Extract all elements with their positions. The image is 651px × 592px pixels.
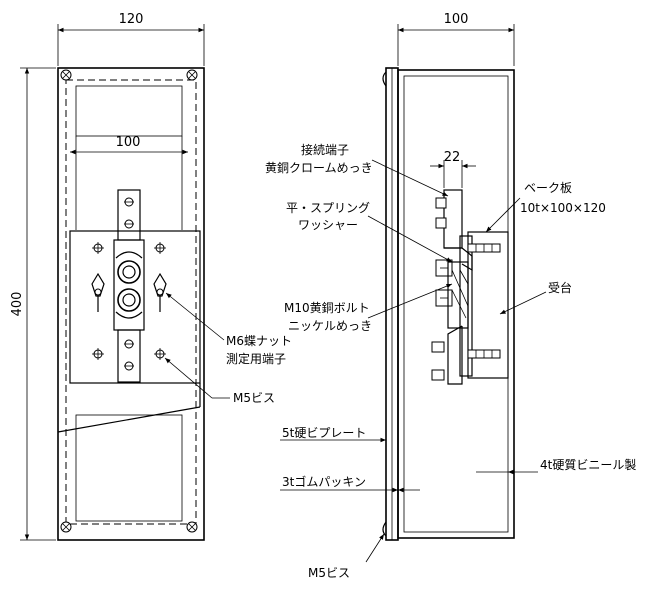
leader-m5-screw-front	[164, 357, 213, 399]
label-bakelite-plate-2: 10t×100×120	[520, 201, 606, 215]
front-view: 120 100 400 M6蝶ナット 測定用端子 M5ビス	[10, 12, 292, 541]
front-dashed-outline	[65, 79, 197, 525]
dim-front-inner-width: 100	[116, 135, 141, 150]
front-board-screws	[92, 242, 166, 360]
leader-bakelite-plate	[485, 197, 521, 233]
label-hard-pvc-plate: 5t硬ビプレート	[282, 426, 366, 440]
label-receiver-base: 受台	[548, 280, 572, 295]
dim-front-height: 400	[10, 292, 25, 317]
label-m10-bolt-1: M10黄銅ボルト	[284, 301, 370, 315]
dim-side-width: 100	[444, 12, 469, 27]
label-hard-pvc-make: 4t硬質ビニール製	[540, 457, 636, 472]
side-dim-22: 22	[430, 150, 476, 188]
front-terminal-bar	[113, 189, 145, 383]
front-corner-screws	[60, 69, 198, 533]
leader-connection-terminal	[371, 159, 449, 197]
front-dim-120: 120	[57, 12, 205, 66]
label-flat-spring-washer-2: ワッシャー	[298, 218, 358, 232]
label-bakelite-plate-1: ベーク板	[524, 181, 572, 195]
label-m10-bolt-2: ニッケルめっき	[288, 319, 372, 333]
front-outer-plate	[57, 67, 205, 541]
label-m6-wing-nut-2: 測定用端子	[226, 351, 286, 366]
label-connection-terminal-1: 接続端子	[301, 142, 349, 157]
label-m5-screw-front: M5ビス	[233, 391, 275, 405]
leader-flat-spring-washer	[367, 215, 453, 263]
label-m5-screw-side: M5ビス	[308, 566, 350, 580]
side-terminals	[431, 189, 501, 385]
front-upper-window	[75, 85, 183, 137]
front-sloped-edge	[57, 406, 201, 433]
leader-m10-bolt	[367, 283, 453, 319]
leader-receiver-base	[499, 291, 547, 315]
side-view: 100 22 接続端子 黄銅クロームめっき 平・スプリング ワッシャー ベーク板…	[265, 12, 636, 580]
label-rubber-packing: 3tゴムパッキン	[282, 474, 366, 489]
leader-m5-screw-side	[365, 533, 385, 563]
label-m6-wing-nut-1: M6蝶ナット	[226, 333, 292, 348]
front-dim-100: 100	[70, 135, 188, 155]
front-lower-window	[75, 414, 183, 522]
front-bakelite-board	[69, 230, 201, 384]
side-box-body	[397, 69, 515, 539]
front-dim-400: 400	[10, 67, 56, 541]
side-dim-100: 100	[397, 12, 515, 66]
label-flat-spring-washer-1: 平・スプリング	[286, 201, 370, 215]
leader-m6-wing-nut	[165, 292, 225, 341]
label-connection-terminal-2: 黄銅クロームめっき	[265, 161, 373, 175]
front-wing-nuts	[91, 272, 167, 312]
dim-front-width: 120	[119, 12, 144, 27]
dim-side-terminal: 22	[444, 150, 461, 165]
